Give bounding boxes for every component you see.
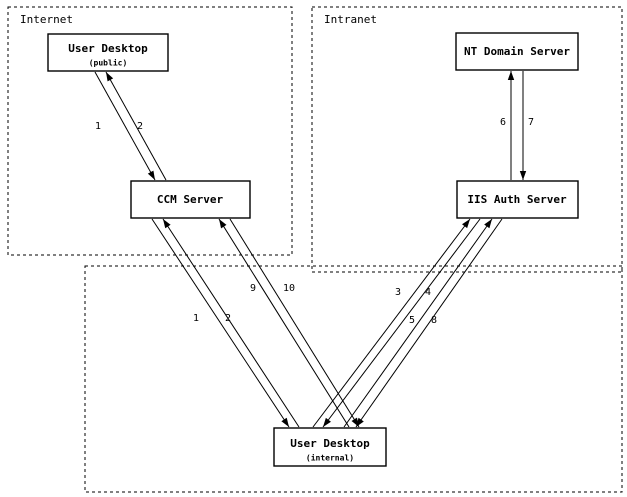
flow-step-label: 9 — [250, 283, 256, 294]
node-box[interactable] — [273, 427, 387, 467]
node-user-desktop-public[interactable]: User Desktop (public) — [47, 33, 169, 72]
flow-arrow-step-8 — [355, 218, 503, 428]
node-user-desktop-internal[interactable]: User Desktop (internal) — [273, 427, 387, 467]
zone-labels-group: Internet Intranet — [20, 13, 377, 26]
flow-line — [229, 218, 360, 428]
arrowhead-icon — [219, 219, 227, 229]
flow-line — [312, 218, 471, 428]
node-title: NT Domain Server — [464, 45, 570, 58]
node-title: CCM Server — [157, 193, 224, 206]
flow-arrow-step-1 — [94, 71, 156, 181]
arrowhead-icon — [323, 417, 331, 427]
flow-step-label: 2 — [225, 313, 231, 324]
arrowhead-icon — [147, 170, 155, 180]
node-title: IIS Auth Server — [467, 193, 567, 206]
node-title: User Desktop — [290, 437, 370, 450]
node-title: User Desktop — [68, 42, 148, 55]
flow-arrow-step-2 — [105, 71, 167, 181]
flow-arrows-group — [94, 71, 527, 428]
flow-line — [162, 218, 300, 428]
arrowhead-icon — [484, 219, 492, 229]
arrowhead-icon — [281, 417, 289, 427]
node-box[interactable] — [47, 33, 169, 72]
flow-line — [94, 71, 156, 181]
flow-line — [343, 218, 493, 428]
zone-boundary-internal-zone — [84, 265, 623, 493]
flow-arrow-step-10 — [229, 218, 360, 428]
node-boxes-group: User Desktop (public) CCM Server NT Domain … — [47, 32, 579, 467]
flow-arrow-step-4 — [322, 218, 481, 428]
arrowhead-icon — [519, 171, 527, 180]
flow-arrow-step-5 — [343, 218, 493, 428]
flow-step-label: 10 — [283, 283, 295, 294]
flow-step-label: 4 — [425, 287, 431, 298]
node-nt-domain-server[interactable]: NT Domain Server — [455, 32, 579, 71]
node-subtitle: (internal) — [306, 453, 354, 463]
flow-arrow-step-1 — [151, 218, 290, 428]
node-ccm-server[interactable]: CCM Server — [130, 180, 251, 219]
flow-line — [322, 218, 481, 428]
arrowhead-icon — [462, 219, 470, 229]
zone-label-internet: Internet — [20, 13, 73, 26]
flow-line — [151, 218, 290, 428]
flow-step-label: 6 — [500, 117, 506, 128]
flow-step-labels-group: 1 2 1 2 9 10 3 4 5 8 6 7 — [95, 117, 534, 326]
flow-step-label: 2 — [137, 121, 143, 132]
flow-arrow-step-6 — [507, 71, 515, 180]
node-subtitle: (public) — [89, 58, 128, 68]
flow-step-label: 3 — [395, 287, 401, 298]
flow-step-label: 1 — [95, 121, 101, 132]
flow-step-label: 7 — [528, 117, 534, 128]
node-iis-auth-server[interactable]: IIS Auth Server — [456, 180, 579, 219]
flow-arrow-step-9 — [218, 218, 350, 428]
arrowhead-icon — [356, 417, 364, 427]
flow-arrow-step-3 — [312, 218, 471, 428]
flow-line — [355, 218, 503, 428]
node-box[interactable] — [456, 180, 579, 219]
node-box[interactable] — [130, 180, 251, 219]
flow-step-label: 5 — [409, 315, 415, 326]
arrowhead-icon — [163, 219, 171, 229]
zone-boundaries-group — [7, 6, 623, 493]
flow-line — [218, 218, 350, 428]
zone-boundary-internet — [7, 6, 293, 256]
flow-arrow-step-2 — [162, 218, 300, 428]
flow-step-label: 8 — [431, 315, 437, 326]
arrowhead-icon — [106, 72, 114, 82]
arrowhead-icon — [507, 71, 515, 80]
flow-arrow-step-7 — [519, 71, 527, 180]
flow-line — [105, 71, 167, 181]
flow-step-label: 1 — [193, 313, 199, 324]
zone-label-intranet: Intranet — [324, 13, 377, 26]
node-box[interactable] — [455, 32, 579, 71]
